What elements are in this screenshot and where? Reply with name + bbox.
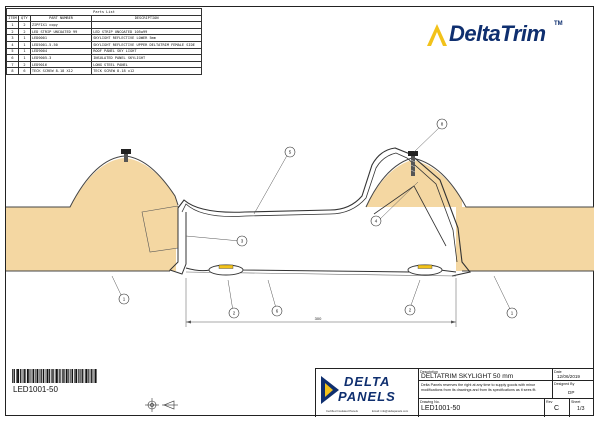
balloon-2-right: 2 [409, 308, 412, 313]
deltatrim-logo-icon [427, 24, 447, 46]
drawing-code-label: LED1001-50 [13, 385, 58, 394]
delta-panels-logo-line1: DELTA [344, 374, 391, 389]
disclaimer-text: Delta Panels reserves the right at any t… [418, 381, 552, 399]
barcode-icon [12, 369, 97, 383]
drawing-number-cell: Drawing No. LED1001-50 [418, 399, 544, 417]
revision-label: Rev [546, 399, 553, 404]
leader-lines [111, 125, 512, 312]
left-ridge-foam [70, 158, 178, 207]
right-ridge-foam [366, 160, 462, 207]
right-panel-foam [456, 207, 594, 271]
sheet-cell: Sheet 1/3 [569, 399, 594, 417]
revision-value: C [554, 405, 560, 412]
delta-panels-logo-cell: DELTA PANELS Certified Insulated Panels … [315, 369, 418, 417]
balloon-2-left: 2 [233, 311, 236, 316]
designed-by-value: DP [568, 390, 575, 395]
description-cell: Description DELTATRIM SKYLIGHT 50 mm [418, 369, 552, 381]
balloon-5: 5 [289, 150, 292, 155]
delta-panels-logo-line2: PANELS [338, 389, 396, 404]
description-value: DELTATRIM SKYLIGHT 50 mm [421, 373, 514, 380]
date-label: Date [554, 369, 562, 374]
width-dimension [185, 278, 457, 327]
sheet-value: 1/3 [577, 406, 585, 412]
designed-by-label: Designed By [554, 381, 575, 386]
parts-cell-description: TECK SCREW 8.18 x12 [91, 67, 202, 75]
parts-cell-part-number: TECK SCREW 8.18 X12 [29, 67, 93, 75]
deltatrim-logo-text: DeltaTrim [449, 21, 546, 46]
teck-screw-left-icon [121, 149, 131, 162]
drawing-number-label: Drawing No. [420, 399, 440, 404]
designed-by-cell: Designed By DP [552, 381, 594, 399]
parts-cell-item: 8 [6, 67, 19, 75]
balloon-6: 6 [276, 309, 279, 314]
delta-panels-email: Email: info@deltapanels.com [372, 409, 409, 413]
balloon-8: 8 [441, 122, 444, 127]
width-dimension-value: 300 [315, 316, 322, 321]
sheet-label: Sheet [571, 399, 581, 404]
parts-list-table: Parts List ITEM QTY PART NUMBER DESCRIPT… [6, 8, 202, 75]
description-label: Description [420, 369, 438, 374]
led-strip-left [208, 264, 244, 276]
left-upstand [169, 208, 187, 275]
title-block: DELTA PANELS Certified Insulated Panels … [315, 368, 594, 417]
drawing-number-value: LED1001-50 [421, 405, 461, 412]
delta-panels-tagline: Certified Insulated Panels [326, 409, 358, 413]
deltatrim-logo-mark: TM [554, 21, 563, 27]
balloon-4: 4 [375, 219, 378, 224]
third-angle-projection-icon [145, 398, 178, 412]
date-value: 12/06/2019 [557, 374, 580, 379]
date-cell: Date 12/06/2019 [552, 369, 594, 381]
balloon-3: 3 [241, 239, 244, 244]
delta-panels-logo-icon [321, 376, 339, 404]
teck-screw-right-icon [408, 151, 418, 176]
balloon-1-right: 1 [511, 311, 514, 316]
skylight-upper-shell [177, 147, 471, 277]
revision-cell: Rev C [544, 399, 569, 417]
led-strip-right [407, 264, 443, 276]
skylight-upper-shell-inner [181, 152, 458, 263]
balloon-1-left: 1 [123, 297, 126, 302]
item-balloons: 1 2 3 4 5 6 1 2 8 [118, 118, 518, 319]
